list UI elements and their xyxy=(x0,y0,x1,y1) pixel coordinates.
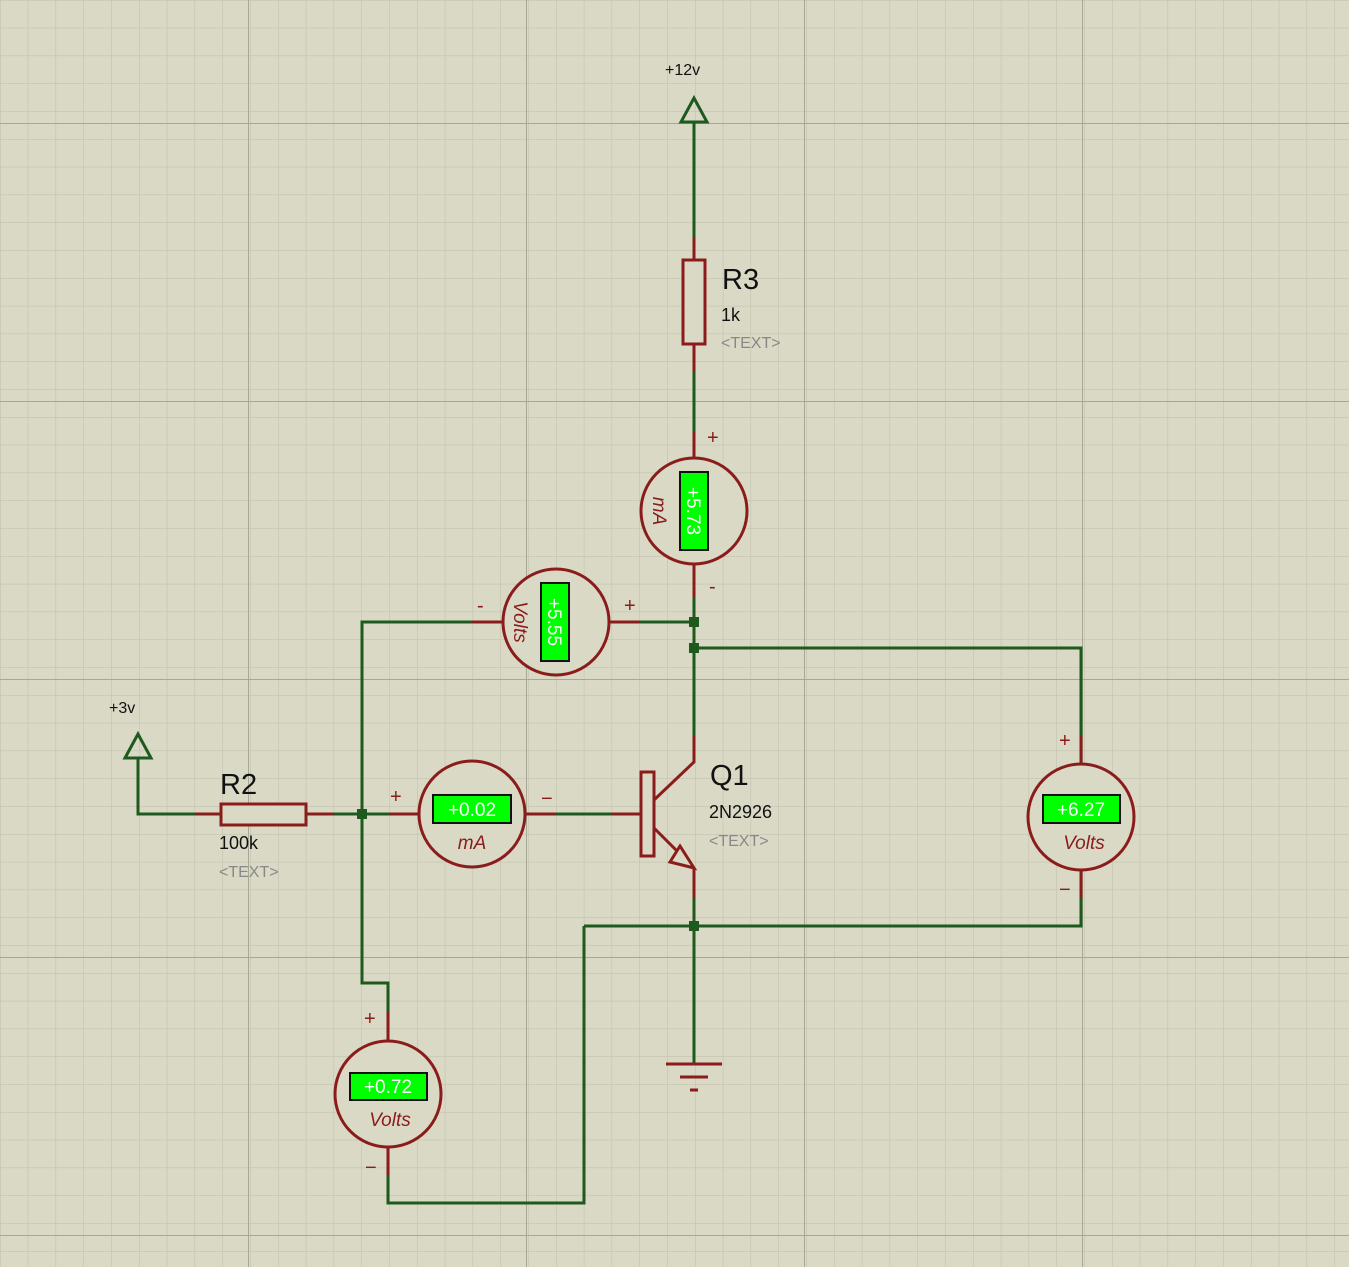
vcb-readout: +5.55 xyxy=(543,598,564,646)
collector-current-readout: +5.73 xyxy=(682,487,703,535)
ground-icon[interactable] xyxy=(666,1062,722,1092)
vcb-voltmeter-plus: + xyxy=(624,595,636,617)
vce-voltmeter-unit: Volts xyxy=(1063,833,1105,854)
base-ammeter-unit: mA xyxy=(458,833,487,854)
vbb-terminal[interactable]: +3v xyxy=(109,700,154,760)
vbb-label: +3v xyxy=(109,700,135,717)
vbe-voltmeter-plus: + xyxy=(364,1008,376,1030)
q1-text: <TEXT> xyxy=(709,833,769,850)
r2-ref: R2 xyxy=(220,769,257,801)
vcc-terminal[interactable]: +12v xyxy=(665,62,710,124)
vcb-voltmeter-minus: - xyxy=(477,595,484,617)
r3-value: 1k xyxy=(721,305,741,325)
vbe-voltmeter[interactable]: +0.72 Volts + − xyxy=(333,1008,443,1179)
emitter-arrow-icon xyxy=(667,843,698,871)
vbe-voltmeter-minus: − xyxy=(365,1157,377,1179)
q1-value: 2N2926 xyxy=(709,802,772,822)
collector-ammeter-plus: + xyxy=(707,427,719,449)
vcb-voltmeter-unit: Volts xyxy=(509,601,530,643)
r3-ref: R3 xyxy=(722,264,759,296)
junction-dots xyxy=(357,617,699,931)
r3-text: <TEXT> xyxy=(721,335,781,352)
vce-voltmeter-plus: + xyxy=(1059,730,1071,752)
q1-ref: Q1 xyxy=(710,760,749,792)
resistor-r2[interactable]: R2 100k <TEXT> xyxy=(196,769,334,881)
vbe-voltmeter-unit: Volts xyxy=(369,1110,411,1131)
collector-ammeter-minus: - xyxy=(709,576,716,598)
r2-text: <TEXT> xyxy=(219,864,279,881)
base-ammeter-minus: − xyxy=(541,788,553,810)
vbe-readout: +0.72 xyxy=(364,1077,412,1098)
collector-ammeter[interactable]: +5.73 mA + - xyxy=(639,427,749,598)
vce-voltmeter[interactable]: +6.27 Volts + − xyxy=(1026,730,1136,901)
base-ammeter[interactable]: +0.02 mA + − xyxy=(390,759,555,869)
vce-voltmeter-minus: − xyxy=(1059,879,1071,901)
resistor-r3[interactable]: R3 1k <TEXT> xyxy=(681,238,781,372)
base-current-readout: +0.02 xyxy=(448,800,496,821)
vcb-voltmeter[interactable]: +5.55 Volts + - xyxy=(472,567,640,677)
transistor-q1[interactable]: Q1 2N2926 <TEXT> xyxy=(612,735,772,898)
r2-value: 100k xyxy=(219,833,259,853)
vce-readout: +6.27 xyxy=(1057,800,1105,821)
collector-ammeter-unit: mA xyxy=(648,497,669,526)
vcc-label: +12v xyxy=(665,62,700,79)
base-ammeter-plus: + xyxy=(390,786,402,808)
